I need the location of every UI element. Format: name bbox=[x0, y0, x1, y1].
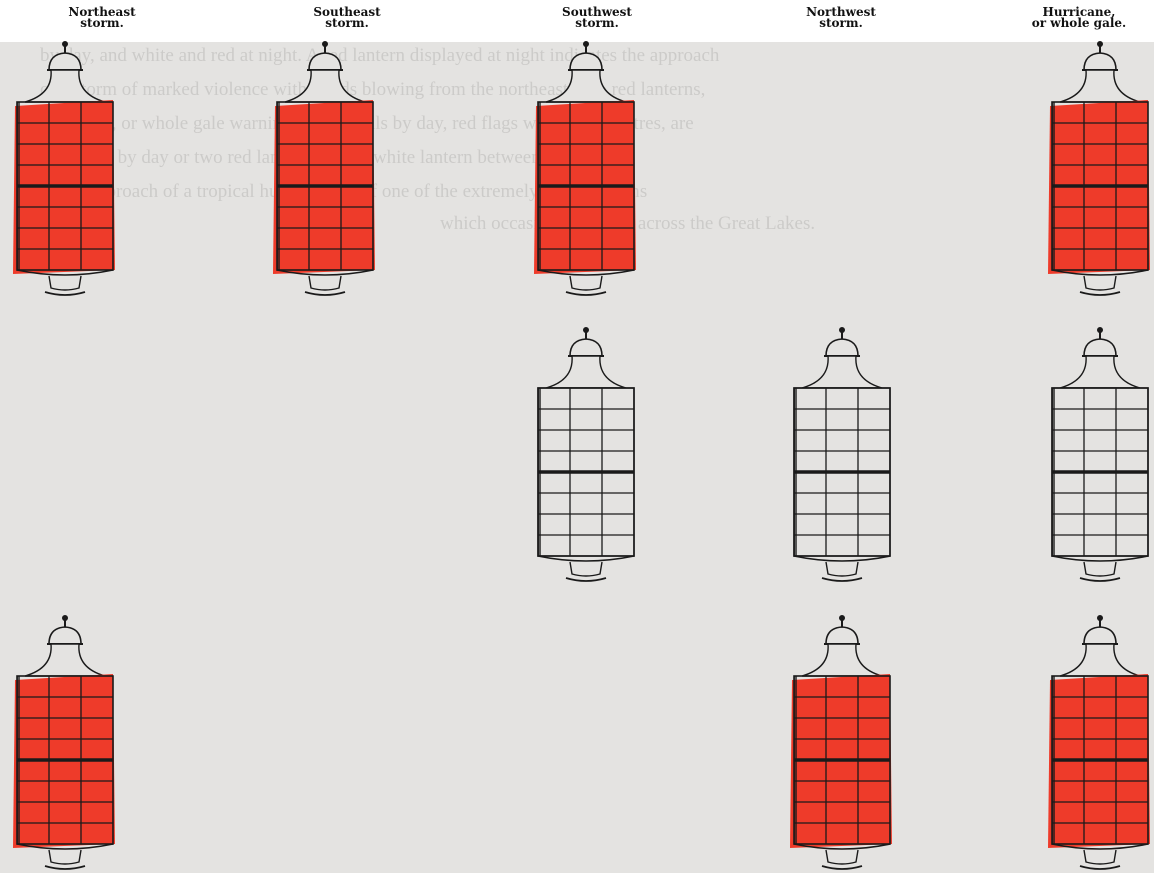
column-label-line: storm. bbox=[766, 18, 916, 29]
column-label-line: storm. bbox=[272, 18, 422, 29]
column-label-southwest: Southwest storm. bbox=[522, 7, 672, 29]
column-label-line: storm. bbox=[522, 18, 672, 29]
column-label-southeast: Southeast storm. bbox=[272, 7, 422, 29]
column-label-line: or whole gale. bbox=[1004, 18, 1154, 29]
white-lantern bbox=[782, 322, 902, 582]
column-label-northwest: Northwest storm. bbox=[766, 7, 916, 29]
column-label-line: storm. bbox=[27, 18, 177, 29]
red-lantern bbox=[5, 610, 125, 870]
red-lantern bbox=[1040, 610, 1154, 870]
white-lantern bbox=[526, 322, 646, 582]
red-lantern bbox=[5, 36, 125, 296]
red-lantern bbox=[265, 36, 385, 296]
column-label-northeast: Northeast storm. bbox=[27, 7, 177, 29]
red-lantern bbox=[782, 610, 902, 870]
column-label-hurricane: Hurricane, or whole gale. bbox=[1004, 7, 1154, 29]
white-lantern bbox=[1040, 322, 1154, 582]
red-lantern bbox=[526, 36, 646, 296]
red-lantern bbox=[1040, 36, 1154, 296]
